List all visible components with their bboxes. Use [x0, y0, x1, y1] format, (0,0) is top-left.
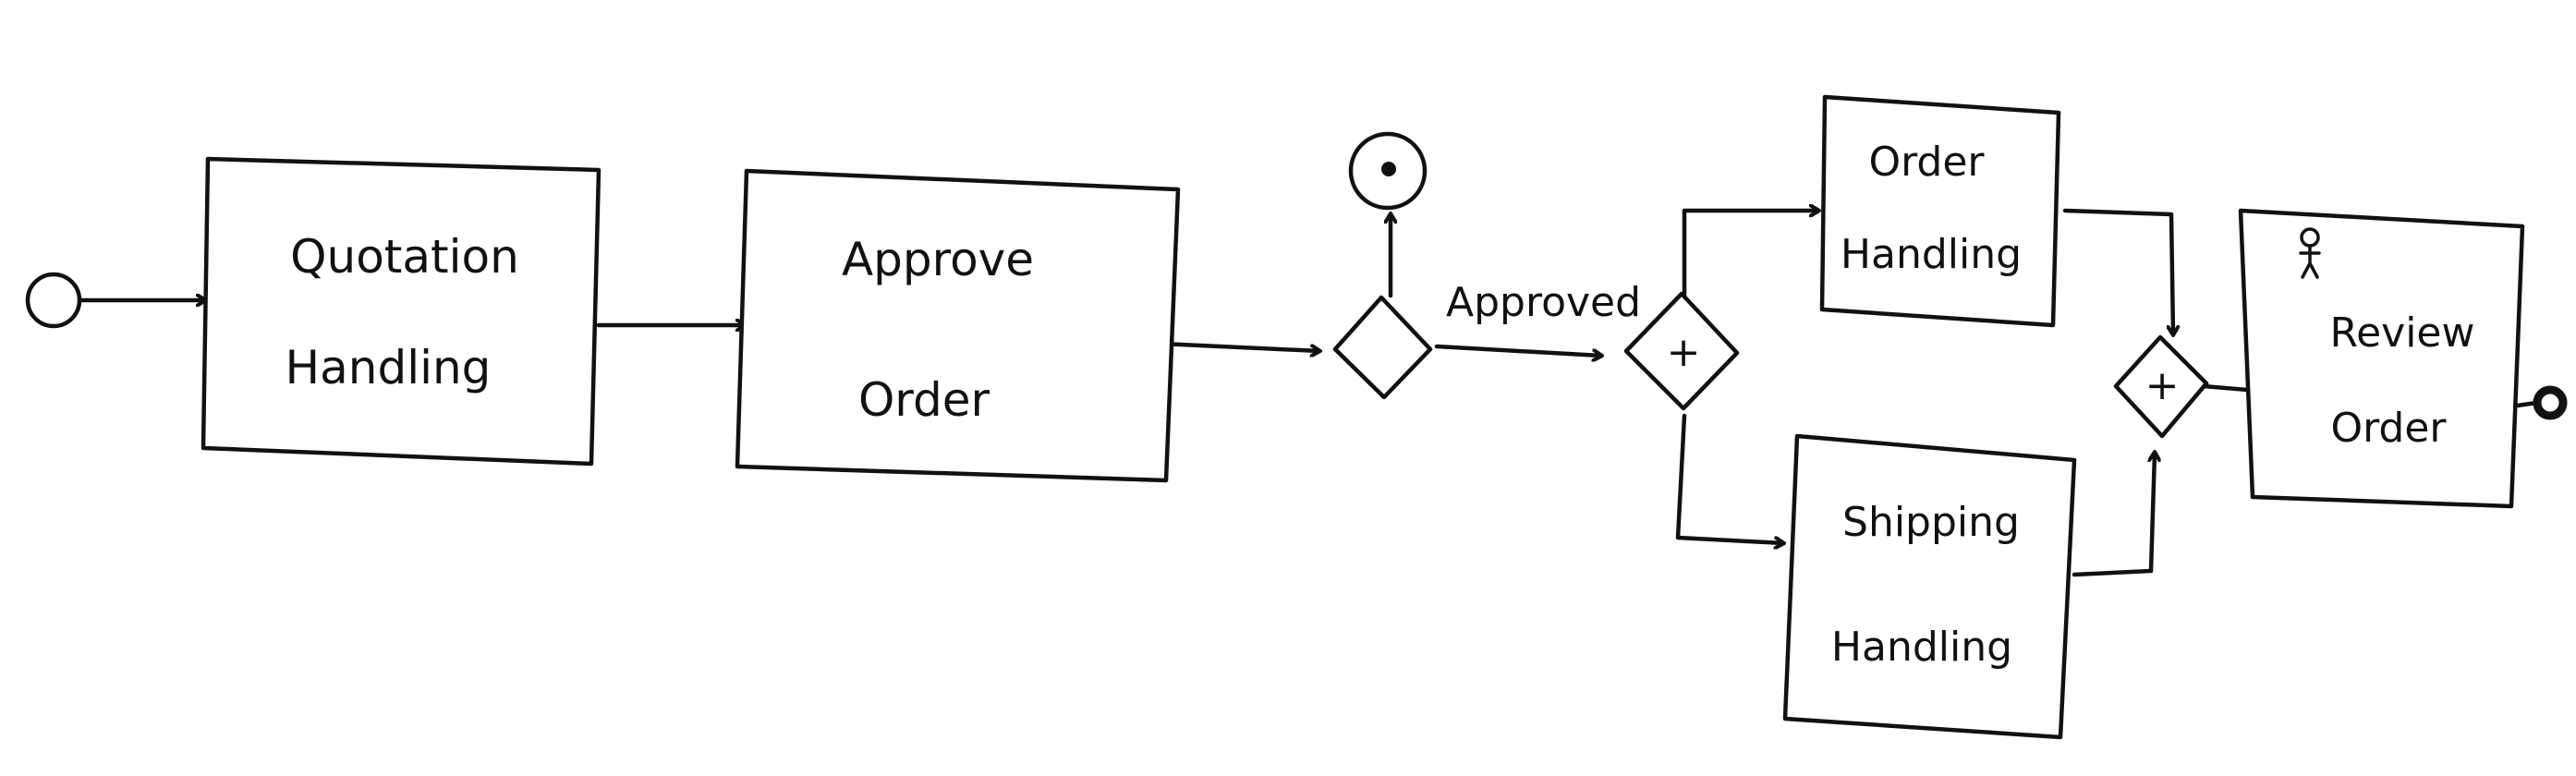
task-label-line: Approve — [842, 233, 1034, 286]
end-event — [2533, 385, 2568, 420]
event-dot — [1381, 162, 1396, 176]
flow-approved — [1434, 344, 1601, 356]
flow-split-shipping — [1675, 413, 1783, 543]
task-approve-order: Approve Order — [735, 168, 1181, 483]
task-quotation-handling: Quotation Handling — [200, 156, 601, 467]
edge-label-approved: Approved — [1446, 279, 1641, 326]
task-label-line: Shipping — [1842, 499, 2020, 546]
task-label-line: Review — [2330, 309, 2475, 357]
task-label-line: Quotation — [290, 230, 519, 284]
task-review-order: Review Order — [2238, 208, 2525, 509]
task-order-handling: Order Handling — [1819, 94, 2061, 328]
parallel-gateway-split: + — [1623, 291, 1740, 411]
task-label-line: Order — [858, 373, 990, 427]
user-icon — [2299, 227, 2321, 279]
gateway-symbol: + — [2145, 362, 2180, 409]
task-label-line: Handling — [286, 341, 492, 394]
flow-shipping-join — [2072, 453, 2155, 577]
flow-split-order — [1682, 211, 1818, 303]
task-label-line: Order — [1868, 139, 1985, 186]
intermediate-end-event — [1348, 131, 1428, 211]
exclusive-gateway — [1332, 295, 1433, 400]
gateway-symbol: + — [1667, 329, 1701, 376]
task-shipping-handling: Shipping Handling — [1782, 433, 2077, 740]
flow-order-join — [2062, 208, 2173, 334]
start-event — [25, 272, 82, 329]
parallel-gateway-join: + — [2113, 334, 2209, 439]
task-label-line: Order — [2330, 405, 2447, 452]
task-label-line: Handling — [1831, 624, 2012, 671]
flow-approve-exclusive — [1159, 341, 1319, 351]
task-label-line: Handling — [1841, 231, 2022, 278]
